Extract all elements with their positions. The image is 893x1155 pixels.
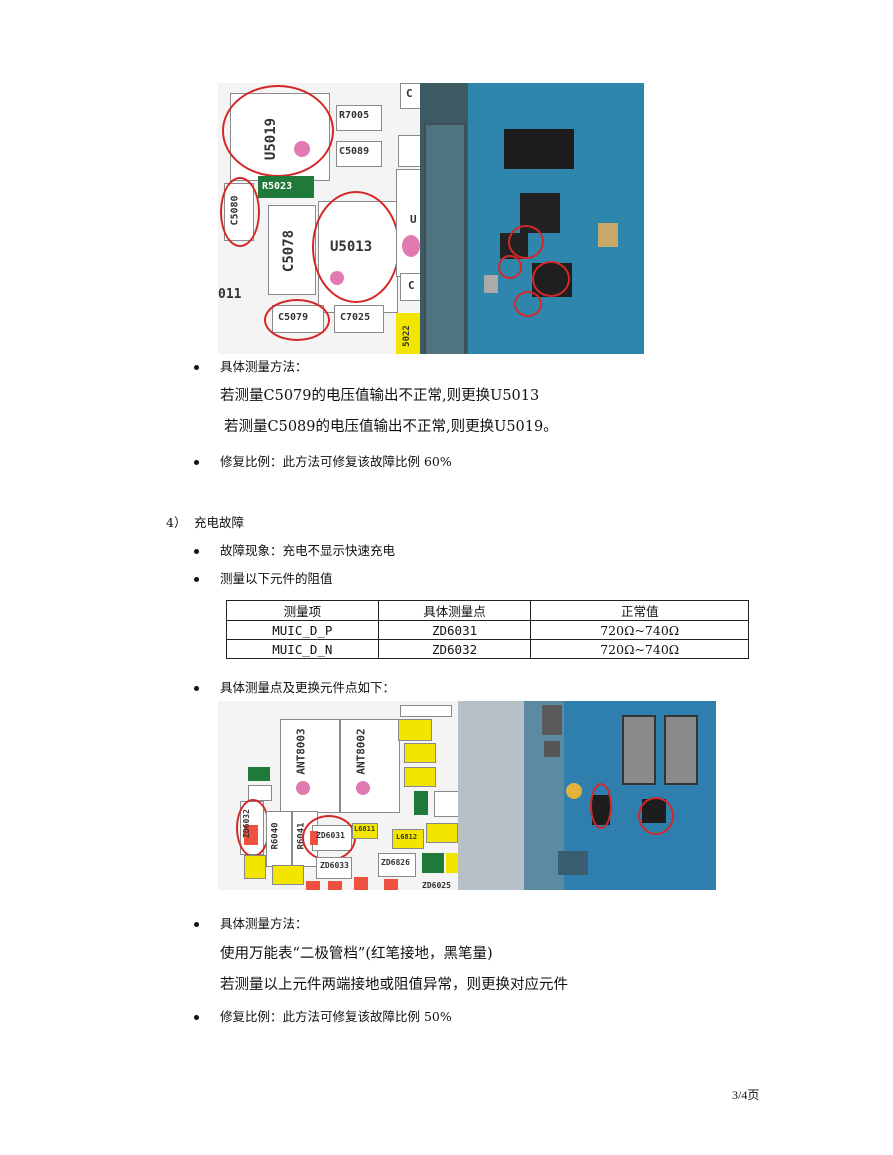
measurement-table: 测量项 具体测量点 正常值 MUIC_D_P ZD6031 720Ω~740Ω … [226, 600, 749, 659]
photo2-highlight-b [638, 797, 674, 835]
measure-points-label: 具体测量点及更换元件点如下： [193, 680, 396, 695]
table-row: MUIC_D_N ZD6032 720Ω~740Ω [226, 639, 749, 659]
table-cell: MUIC_D_N [226, 639, 379, 659]
pcb-layout-image-2: ANT8003 ANT8002 ZD6032 R6040 R6041 ZD603… [218, 701, 458, 890]
photo1-highlight-a [508, 225, 544, 259]
table-cell: ZD6031 [377, 620, 532, 640]
fault-symptom: 故障现象：充电不显示快速充电 [193, 543, 396, 558]
r7005-label: R7005 [339, 110, 370, 121]
u5019-highlight [222, 85, 334, 177]
top-c-label: C [406, 87, 413, 100]
pcb-layout-image-1: U5019 R7005 C5089 C R5023 C5080 C5078 U5… [218, 83, 420, 354]
zd6025-label: ZD6025 [422, 881, 451, 890]
table-header-row: 测量项 具体测量点 正常值 [226, 600, 749, 621]
measure-method-label-2: 具体测量方法： [194, 916, 308, 931]
c5022-label: 5022 [401, 325, 412, 347]
measure-line-c5079: 若测量C5079的电压值输出不正常,则更换U5013 [220, 388, 540, 404]
c5078-label: C5078 [281, 229, 298, 273]
repair-ratio-60: 修复比例：此方法可修复该故障比例 60% [194, 454, 452, 469]
zd6033-label: ZD6033 [320, 861, 349, 870]
c5022-component [396, 313, 420, 354]
section-number: 4） [166, 515, 187, 530]
c5080-highlight [220, 177, 260, 247]
page-number: 3/4页 [732, 1088, 760, 1102]
zd6031-highlight [302, 815, 356, 861]
measure-line-c5089: 若测量C5089的电压值输出不正常,则更换U5019。 [224, 419, 558, 435]
section-heading: 充电故障 [194, 515, 245, 530]
c7025-label: C7025 [340, 312, 371, 323]
table-cell: ZD6032 [377, 639, 532, 659]
ant8003-label: ANT8003 [294, 728, 308, 775]
measure-intro: 测量以下元件的阻值 [194, 571, 333, 586]
zd6826-label: ZD6826 [381, 858, 410, 867]
table-header: 具体测量点 [377, 600, 532, 621]
r6040-label: R6040 [270, 822, 281, 850]
multimeter-instruction: 使用万能表“二极管档”(红笔接地，黑笔量) [220, 946, 493, 962]
c5089-label: C5089 [339, 146, 370, 157]
table-cell: 720Ω~740Ω [530, 620, 749, 640]
photo1-highlight-b [498, 255, 522, 279]
u5013-highlight [312, 191, 400, 303]
l6812-label: L6812 [396, 833, 418, 841]
c5079-highlight [264, 299, 330, 341]
ant8002-label: ANT8002 [354, 728, 368, 775]
measure-method-label-1: 具体测量方法： [194, 359, 308, 374]
photo1-highlight-d [514, 291, 542, 317]
table-header: 测量项 [226, 600, 379, 621]
right-u-label: U [410, 213, 417, 226]
l011-label: 011 [218, 287, 242, 302]
photo2-highlight-a [590, 783, 612, 829]
pcb-photo-2 [458, 701, 716, 890]
right-c-label: C [408, 279, 415, 292]
l6811-label: L6811 [354, 825, 376, 833]
r5023-label: R5023 [262, 181, 293, 192]
pcb-photo-1 [420, 83, 644, 354]
table-header: 正常值 [530, 600, 749, 621]
repair-ratio-50: 修复比例：此方法可修复该故障比例 50% [194, 1009, 452, 1024]
r5023-component [258, 176, 314, 198]
table-cell: MUIC_D_P [226, 620, 379, 640]
table-cell: 720Ω~740Ω [530, 639, 749, 659]
photo1-highlight-c [532, 261, 570, 297]
table-row: MUIC_D_P ZD6031 720Ω~740Ω [226, 620, 749, 640]
replace-instruction: 若测量以上元件两端接地或阻值异常，则更换对应元件 [220, 977, 568, 993]
zd6032-highlight [236, 799, 270, 857]
